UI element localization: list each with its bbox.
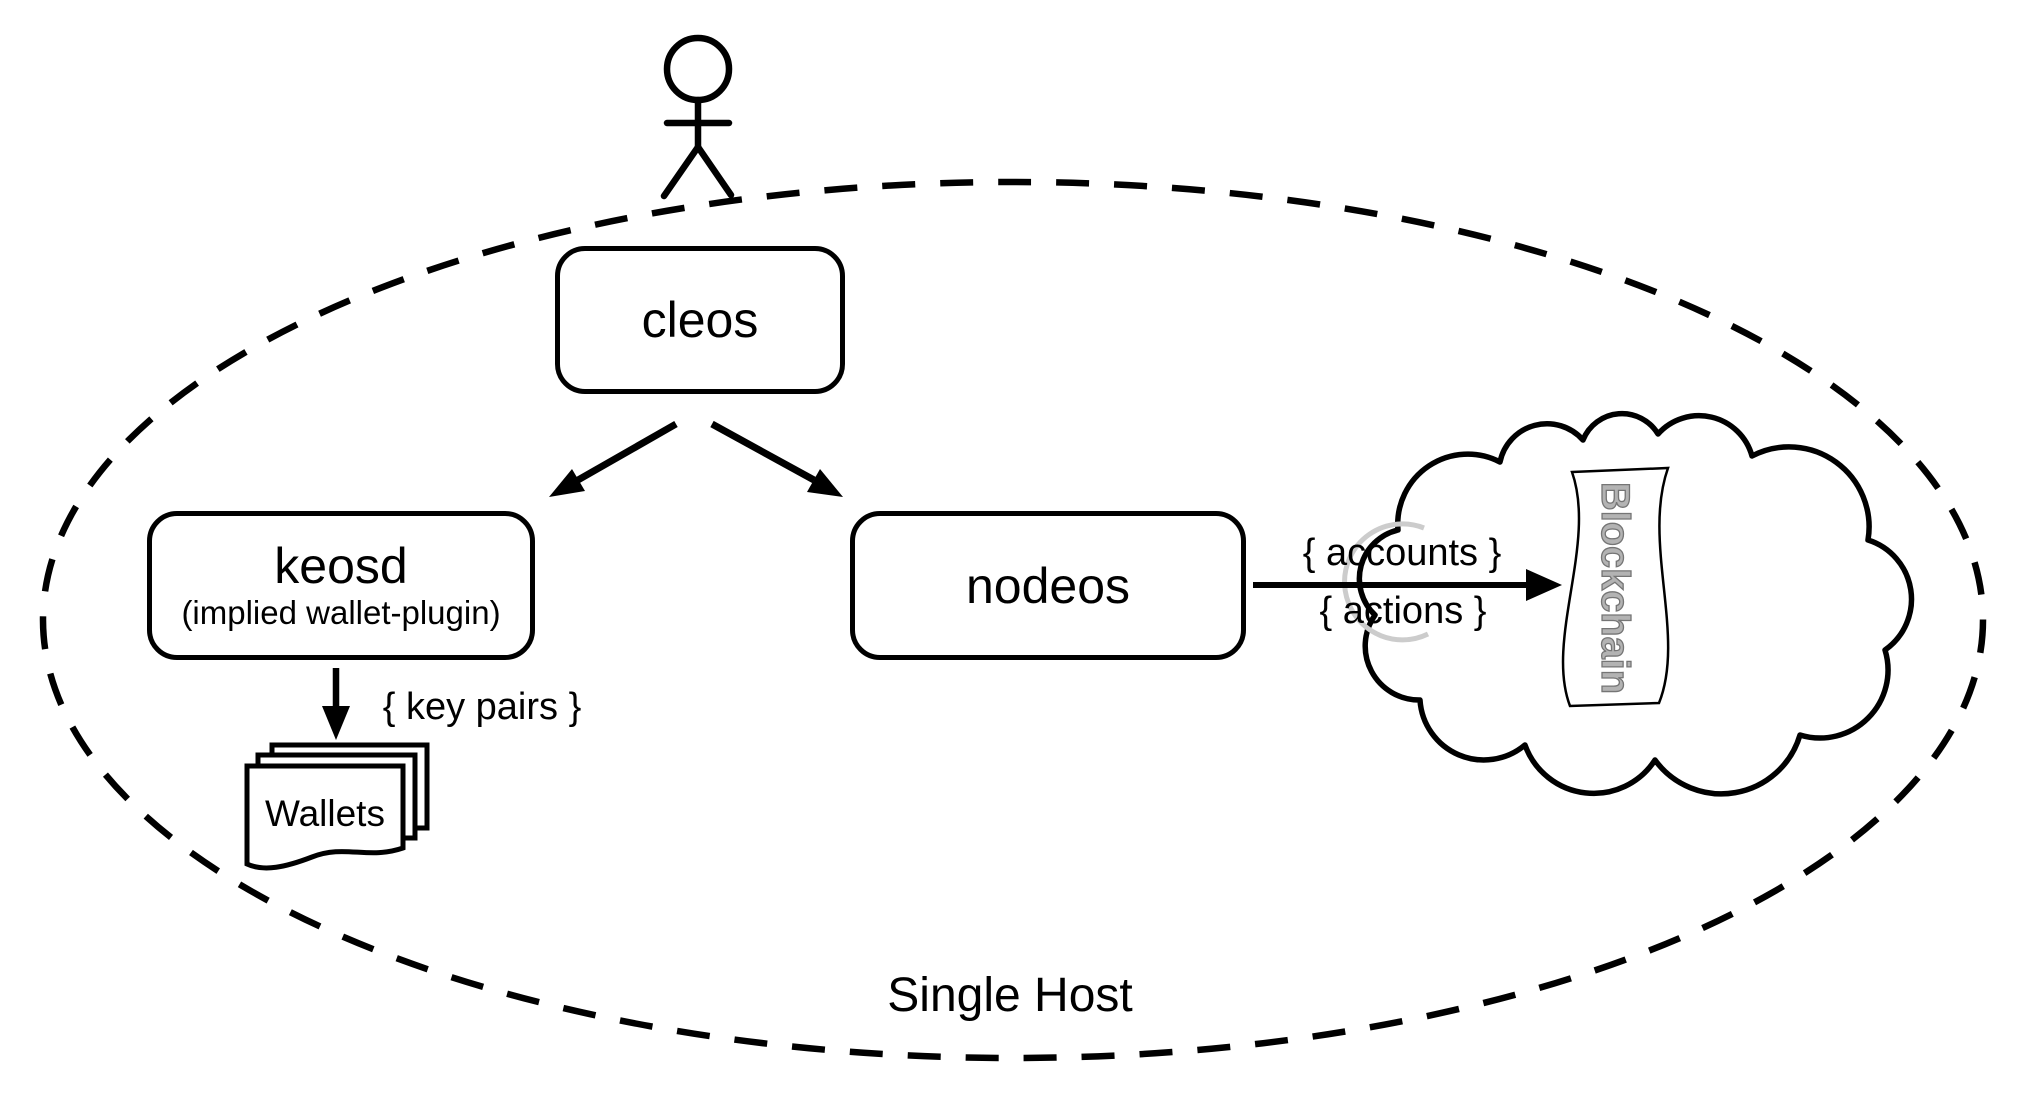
actor-right-leg xyxy=(694,143,735,199)
edge-nodeos-blockchain xyxy=(1253,569,1562,601)
actor-head xyxy=(663,34,733,104)
node-cleos-label: cleos xyxy=(641,292,759,348)
key-pairs-label: { key pairs } xyxy=(382,686,582,728)
node-nodeos: nodeos xyxy=(850,511,1246,660)
actor-left-leg xyxy=(660,143,702,200)
accounts-label: { accounts } xyxy=(1302,532,1502,574)
arrowhead xyxy=(807,469,843,497)
actions-label: { actions } xyxy=(1319,590,1487,632)
wallets-icon xyxy=(244,742,430,871)
edge-cleos-keosd xyxy=(549,420,678,497)
wallet-doc-front xyxy=(244,763,406,871)
arrowhead xyxy=(549,469,585,497)
node-cleos: cleos xyxy=(555,246,845,394)
node-keosd: keosd (implied wallet-plugin) xyxy=(147,511,535,660)
node-keosd-label: keosd xyxy=(274,538,408,595)
host-boundary-ellipse xyxy=(39,178,1987,1062)
arrowhead xyxy=(322,706,350,740)
edge-cleos-nodeos xyxy=(710,420,843,497)
blockchain-label: Blockchain xyxy=(1593,482,1637,694)
actor-icon xyxy=(660,34,735,200)
edge-keosd-wallets xyxy=(322,668,350,740)
blockchain-scroll xyxy=(1561,466,1670,708)
arrowhead xyxy=(1526,569,1562,601)
single-host-label: Single Host xyxy=(887,969,1133,1022)
node-keosd-sublabel: (implied wallet-plugin) xyxy=(181,594,501,632)
node-nodeos-label: nodeos xyxy=(965,557,1131,614)
wallets-label: Wallets xyxy=(265,793,385,834)
